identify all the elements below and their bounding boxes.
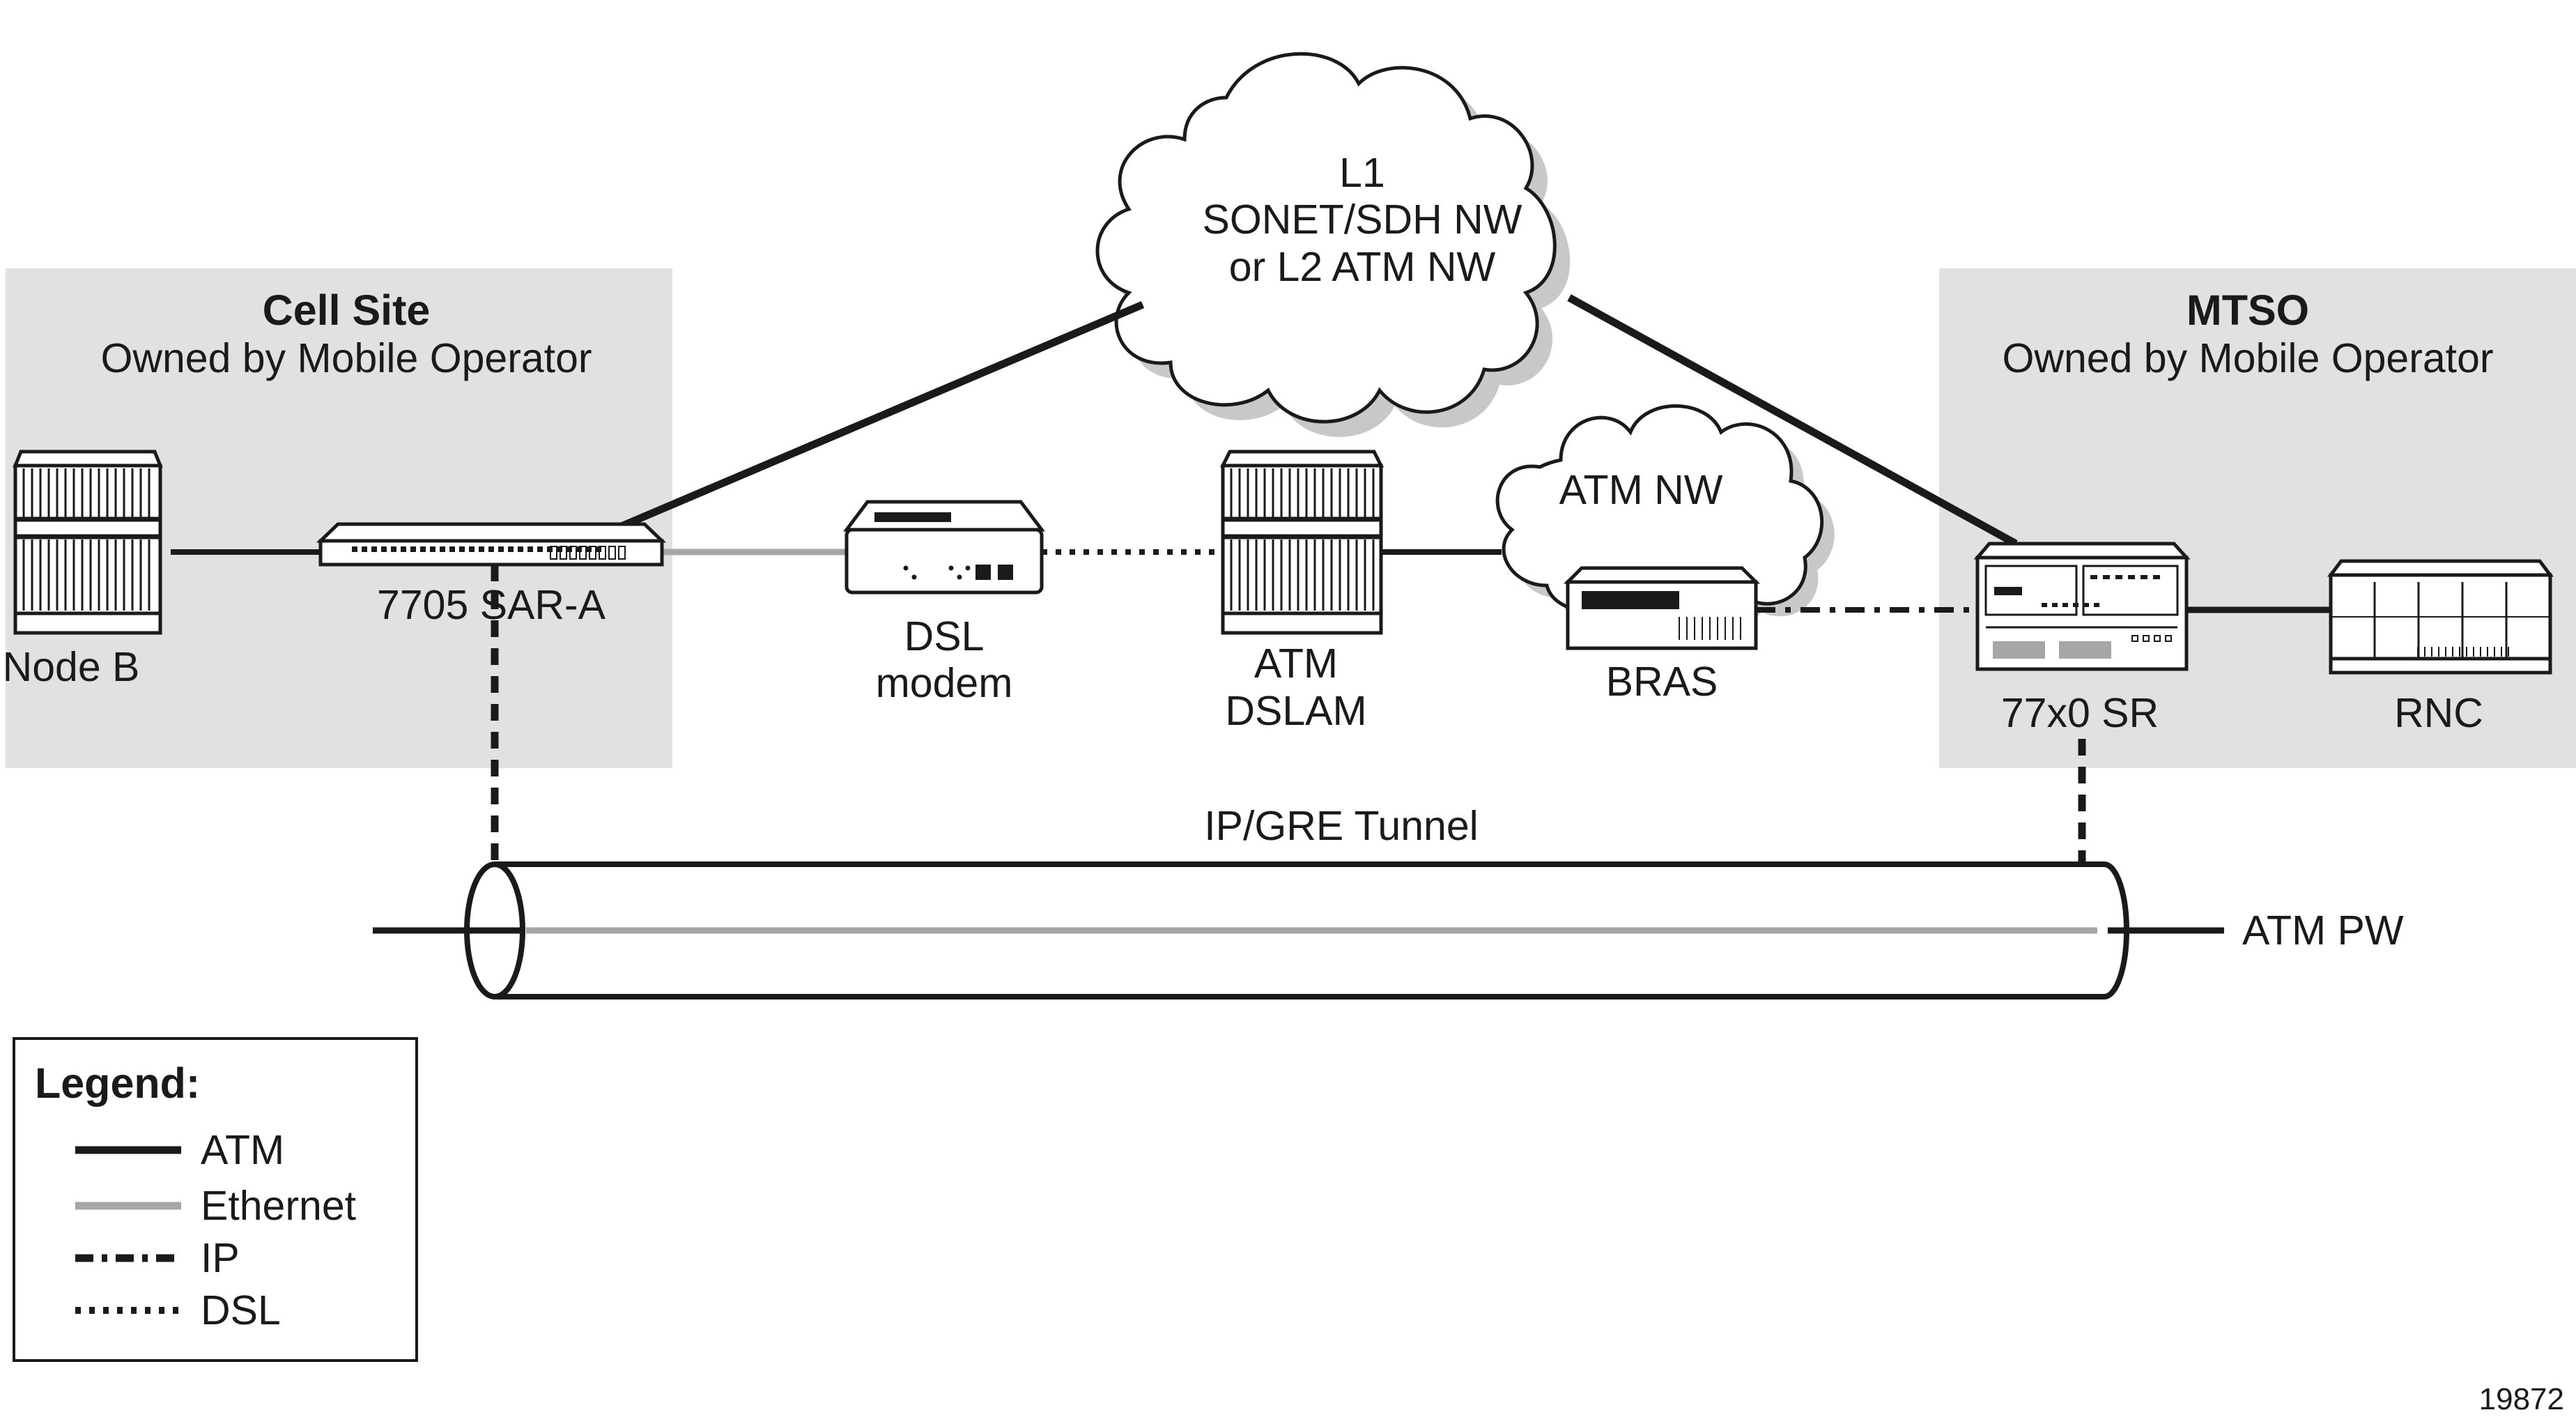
node-b-device [13,450,163,635]
mtso-title: MTSO [2186,286,2309,334]
ip-gre-tunnel [373,861,2224,999]
legend-label-atm: ATM [201,1127,284,1173]
mtso-subtitle: Owned by Mobile Operator [2002,335,2493,381]
dsl-modem-device [843,500,1045,595]
link-core-to-sr-atm [1567,294,2018,547]
sar-a-device [316,522,667,567]
atm-dslam-label-1: ATM [1254,641,1338,687]
rnc-device [2327,559,2554,675]
sr-label: 77x0 SR [2001,690,2159,736]
dsl-modem-label-2: modem [876,660,1013,706]
legend-label-ethernet: Ethernet [201,1183,356,1229]
core-cloud-line-2: SONET/SDH NW [1203,197,1522,243]
atm-nw-label: ATM NW [1559,467,1723,513]
legend-label-dsl: DSL [201,1287,281,1333]
legend: Legend: ATM Ethernet IP DSL [13,1037,418,1362]
link-sar-to-core-atm [611,300,1145,534]
tunnel-label: IP/GRE Tunnel [1204,803,1479,849]
core-network-cloud [1095,52,1571,438]
atm-pw-label: ATM PW [2242,907,2404,953]
figure-number: 19872 [2479,1382,2564,1416]
rnc-label: RNC [2394,690,2483,736]
sr-router-device [1973,542,2191,671]
legend-label-ip: IP [201,1235,240,1281]
atm-dslam-device [1219,450,1385,635]
core-cloud-line-3: or L2 ATM NW [1229,244,1496,290]
bras-label: BRAS [1606,659,1718,705]
sar-a-label: 7705 SAR-A [377,582,606,628]
core-cloud-line-1: L1 [1339,150,1385,196]
legend-title: Legend: [35,1059,200,1107]
atm-dslam-label-2: DSLAM [1225,688,1366,734]
cell-site-subtitle: Owned by Mobile Operator [100,335,592,381]
mtso-area [1939,268,2576,768]
dsl-modem-label-1: DSL [904,613,985,659]
cell-site-title: Cell Site [263,286,431,334]
node-b-label: Node B [3,644,140,690]
bras-device [1563,566,1761,650]
